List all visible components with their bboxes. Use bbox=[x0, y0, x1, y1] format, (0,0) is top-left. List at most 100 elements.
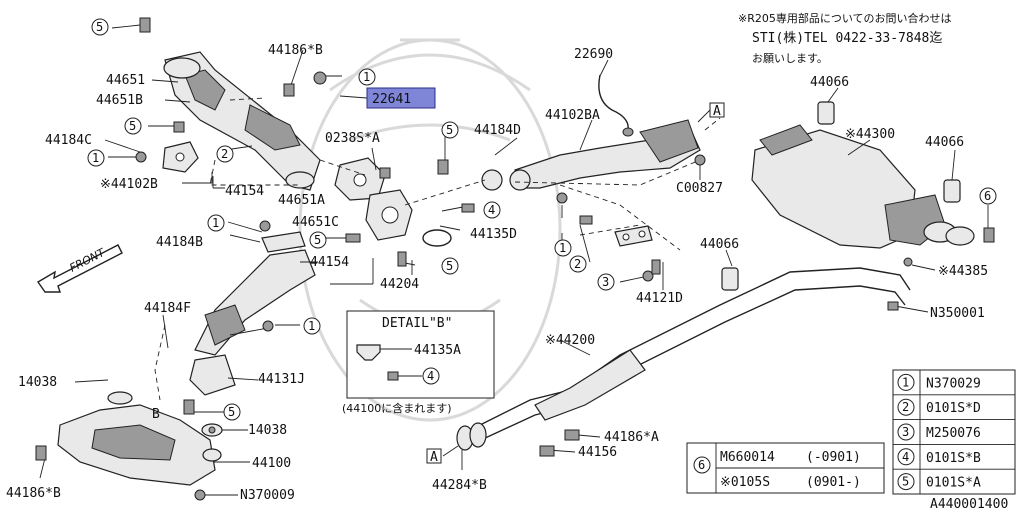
rear-muffler-44300 bbox=[751, 124, 975, 249]
fastener-legend-table: 1 N370029 2 0101S*D 3 M250076 4 0101S*B 5 0101S*A bbox=[892, 369, 1016, 495]
connection-marker-a: A A bbox=[426, 102, 725, 465]
label-n370009: N370009 bbox=[240, 488, 295, 503]
detail-ref-4: 4 bbox=[427, 369, 434, 383]
manifold-44204 bbox=[189, 249, 316, 396]
detail-b-caption: (44100に含まれます) bbox=[342, 401, 452, 415]
legend-part-code: 0101S*B bbox=[926, 451, 981, 466]
label-44121d: 44121D bbox=[636, 291, 683, 306]
table6-row2-range: (0901-) bbox=[806, 475, 861, 490]
gasket-44184c bbox=[162, 141, 199, 173]
label-44651a: 44651A bbox=[278, 193, 325, 208]
label-44186b-bottom: 44186*B bbox=[6, 486, 61, 501]
note-line2: STI(株)TEL 0422-33-7848迄 bbox=[752, 31, 942, 46]
legend-ref-circle bbox=[897, 423, 915, 441]
label-44184b: 44184B bbox=[156, 235, 203, 250]
ref-5-top: 5 bbox=[96, 20, 103, 34]
label-44131j: 44131J bbox=[258, 372, 305, 387]
front-catalytic-converter bbox=[163, 51, 321, 191]
label-44184f: 44184F bbox=[144, 301, 191, 316]
label-0238sa: 0238S*A bbox=[325, 131, 380, 146]
label-44184d: 44184D bbox=[474, 123, 521, 138]
legend-ref-number: 4 bbox=[902, 450, 909, 464]
legend-part-code: 0101S*D bbox=[926, 401, 981, 416]
ref-6-table: 6 M660014 (-0901) ※0105S (0901-) bbox=[686, 442, 885, 494]
label-44651: 44651 bbox=[106, 73, 145, 88]
label-44066-b: 44066 bbox=[925, 135, 964, 150]
legend-ref-circle bbox=[897, 448, 915, 466]
label-44066-c: 44066 bbox=[700, 237, 739, 252]
note-line1: ※R205専用部品についてのお問い合わせは bbox=[738, 11, 952, 25]
legend-ref-number: 5 bbox=[902, 475, 909, 489]
label-c00827: C00827 bbox=[676, 181, 723, 196]
ref-1-d: 1 bbox=[559, 241, 566, 255]
ref-4-a: 4 bbox=[488, 203, 495, 217]
label-n350001: N350001 bbox=[930, 306, 985, 321]
table6-ref: 6 bbox=[698, 458, 705, 472]
contact-note: ※R205専用部品についてのお問い合わせは STI(株)TEL 0422-33-… bbox=[738, 11, 952, 65]
ref-1-c: 1 bbox=[212, 216, 219, 230]
table6-row1-code: M660014 bbox=[720, 450, 775, 465]
exhaust-manifold-44100 bbox=[57, 391, 223, 486]
label-22690: 22690 bbox=[574, 47, 613, 62]
center-pipe-flange bbox=[365, 189, 413, 241]
o2-sensor-22690 bbox=[598, 74, 634, 137]
legend-ref-number: 1 bbox=[902, 375, 909, 389]
ref-5-c: 5 bbox=[446, 123, 453, 137]
ref-1-a: 1 bbox=[363, 70, 370, 84]
label-44651b: 44651B bbox=[96, 93, 143, 108]
ref-5-d: 5 bbox=[314, 233, 321, 247]
label-44186b-top: 44186*B bbox=[268, 43, 323, 58]
detail-b-part: 44135A bbox=[414, 343, 461, 358]
flange-44651a bbox=[334, 157, 386, 201]
ref-6-a: 6 bbox=[984, 189, 991, 203]
marker-a-top: A bbox=[713, 104, 721, 119]
label-44186a: 44186*A bbox=[604, 430, 659, 445]
catalog-number: A440001400 bbox=[930, 497, 1008, 512]
label-44102ba: 44102BA bbox=[545, 108, 600, 123]
assembly-lines bbox=[154, 97, 721, 401]
label-44284b: 44284*B bbox=[432, 478, 487, 493]
label-44154-top: 44154 bbox=[225, 184, 264, 199]
legend-part-code: 0101S*A bbox=[926, 476, 981, 491]
front-direction-arrow: FRONT bbox=[36, 244, 123, 293]
reference-callouts: 5 1 5 1 2 5 4 1 5 5 1 2 3 6 1 5 bbox=[87, 18, 997, 421]
watermark-emblem bbox=[298, 38, 562, 422]
legend-ref-number: 3 bbox=[902, 425, 909, 439]
table6-row2-code: ※0105S bbox=[720, 475, 770, 490]
label-22641[interactable]: 22641 bbox=[372, 92, 411, 107]
label-44135d: 44135D bbox=[470, 227, 517, 242]
label-44200: ※44200 bbox=[545, 333, 595, 348]
ref-1-e: 1 bbox=[308, 319, 315, 333]
hanger-bracket-44121d bbox=[614, 225, 653, 247]
label-44100: 44100 bbox=[252, 456, 291, 471]
ref-5-e: 5 bbox=[446, 259, 453, 273]
ref-2-b: 2 bbox=[574, 257, 581, 271]
detail-b-title: DETAIL"B" bbox=[382, 316, 452, 331]
label-44102b: ※44102B bbox=[100, 177, 158, 192]
detail-b-marker: B bbox=[152, 407, 160, 422]
label-14038-right: 14038 bbox=[248, 423, 287, 438]
label-44156: 44156 bbox=[578, 445, 617, 460]
clamp-44135d bbox=[422, 229, 452, 247]
ref-5-b: 5 bbox=[129, 119, 136, 133]
highlight-22641[interactable] bbox=[366, 87, 436, 109]
legend-part-code: M250076 bbox=[926, 426, 981, 441]
intermediate-pipe-44200 bbox=[456, 267, 911, 451]
note-line3: お願いします。 bbox=[752, 52, 828, 65]
legend-ref-circle bbox=[897, 473, 915, 491]
label-44154-mid: 44154 bbox=[310, 255, 349, 270]
center-pipe-44102ba bbox=[481, 119, 701, 191]
label-44066-a: 44066 bbox=[810, 75, 849, 90]
ref-3-a: 3 bbox=[602, 275, 609, 289]
table6-row1-range: (-0901) bbox=[806, 450, 861, 465]
gasket-44184b bbox=[261, 231, 306, 253]
label-44651c: 44651C bbox=[292, 215, 339, 230]
legend-ref-number: 2 bbox=[902, 400, 909, 414]
label-14038-left: 14038 bbox=[18, 375, 57, 390]
label-44300: ※44300 bbox=[845, 127, 895, 142]
legend-ref-circle bbox=[897, 373, 915, 391]
leader-lines bbox=[39, 24, 989, 496]
legend-part-code: N370029 bbox=[926, 376, 981, 391]
